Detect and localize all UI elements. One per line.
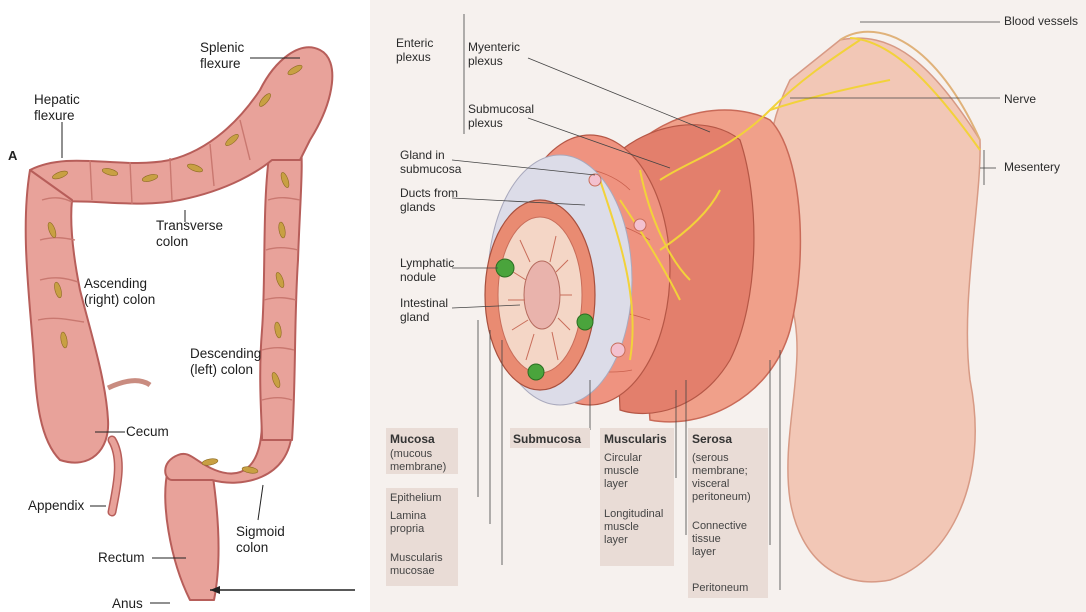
peritoneum-label: Peritoneum: [692, 582, 748, 595]
transverse-colon-label: Transverse colon: [156, 218, 223, 250]
mesentery-label: Mesentery: [1004, 160, 1060, 174]
blood-vessels-label: Blood vessels: [1004, 14, 1078, 28]
mucosa-title: Mucosa: [390, 432, 435, 446]
submucosa-title: Submucosa: [513, 432, 581, 446]
connective-tissue-layer-label: Connective tissue layer: [692, 520, 747, 559]
submucosal-plexus-label: Submucosal plexus: [468, 102, 534, 130]
intestinal-wall-panel: Enteric plexus Myenteric plexus Submucos…: [370, 0, 1086, 612]
epithelium-label: Epithelium: [390, 492, 441, 505]
circular-muscle-layer-label: Circular muscle layer: [604, 452, 642, 491]
panel-letter: A: [8, 148, 17, 163]
gland-in-submucosa-label: Gland in submucosa: [400, 148, 461, 176]
ducts-from-glands-label: Ducts from glands: [400, 186, 458, 214]
enteric-plexus-label: Enteric plexus: [396, 36, 433, 64]
muscularis-title: Muscularis: [604, 432, 667, 446]
longitudinal-muscle-layer-label: Longitudinal muscle layer: [604, 508, 663, 547]
cecum-label: Cecum: [126, 424, 169, 440]
lumen: [524, 261, 560, 329]
intestinal-gland-label: Intestinal gland: [400, 296, 448, 324]
rectum-shape: [165, 470, 218, 600]
rectum-label: Rectum: [98, 550, 145, 566]
ascending-colon-shape: [26, 170, 108, 463]
sigmoid-colon-label: Sigmoid colon: [236, 524, 285, 556]
ascending-colon-label: Ascending (right) colon: [84, 276, 155, 308]
descending-colon-shape: [260, 140, 301, 440]
hepatic-flexure-label: Hepatic flexure: [34, 92, 80, 124]
descending-colon-label: Descending (left) colon: [190, 346, 261, 378]
lymphatic-nodule-label: Lymphatic nodule: [400, 256, 454, 284]
anus-label: Anus: [112, 596, 143, 612]
large-intestine-panel: A Splenic flexure Hepatic flexure Transv…: [0, 0, 360, 612]
serosa-title: Serosa: [692, 432, 732, 446]
serosa-subtitle: (serous membrane; visceral peritoneum): [692, 452, 751, 504]
nerve-label: Nerve: [1004, 92, 1036, 106]
mesentery-sheet: [767, 38, 980, 582]
myenteric-plexus-label: Myenteric plexus: [468, 40, 520, 68]
mucosa-subtitle: (mucous membrane): [390, 448, 446, 474]
lamina-propria-label: Lamina propria: [390, 510, 426, 536]
muscularis-mucosae-label: Muscularis mucosae: [390, 552, 443, 578]
appendix-label: Appendix: [28, 498, 84, 514]
splenic-flexure-label: Splenic flexure: [200, 40, 244, 72]
